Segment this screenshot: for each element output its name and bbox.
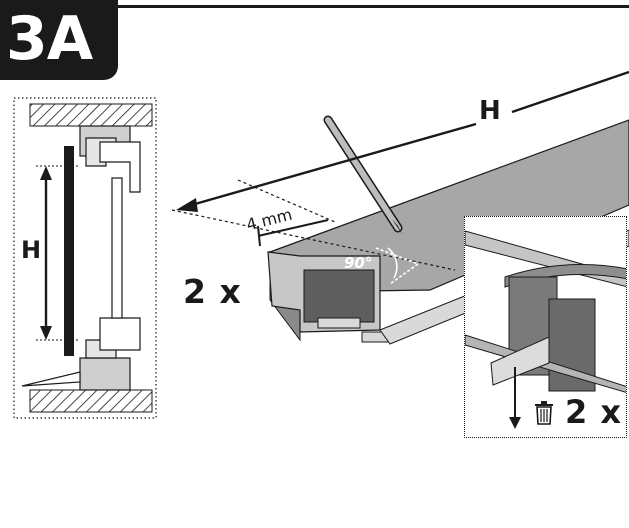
top-rule [118, 5, 629, 8]
bottom-rail-section [79, 317, 141, 391]
top-rail-section [79, 125, 141, 193]
offcut-piece [490, 336, 550, 386]
step-label: 3A [6, 4, 93, 74]
trash-icon [535, 401, 553, 425]
angle-mark [375, 247, 420, 285]
main-height-label: H [479, 96, 501, 126]
pencil-icon [323, 115, 403, 234]
main-height-dimension [187, 122, 477, 208]
angle-label: 90° [344, 254, 373, 272]
inset-panel: 2 x [464, 216, 627, 438]
inset-quantity: 2 x [565, 393, 623, 431]
door-glass [64, 146, 74, 356]
inset-cut-diagram [465, 230, 626, 429]
step-badge: 3A [0, 0, 118, 80]
door-panel [111, 177, 123, 319]
offset-dimension [257, 219, 329, 237]
main-quantity: 2 x [183, 272, 242, 311]
detail-height-label: H [21, 236, 42, 264]
detail-frame [13, 97, 157, 419]
